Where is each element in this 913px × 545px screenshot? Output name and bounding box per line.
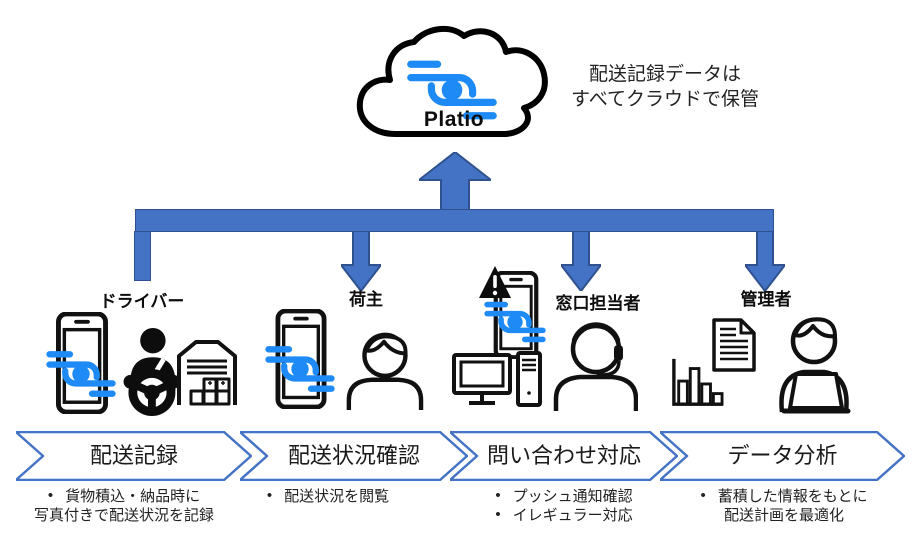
note-text: プッシュ通知確認 (512, 488, 633, 505)
platio-logo-icon (46, 351, 116, 397)
role-label-contact: 窓口担当者 (555, 294, 641, 313)
note-text: 配送状況を閲覧 (284, 488, 390, 505)
step-chevron-2: 配送状況確認 (240, 431, 468, 481)
platio-cloud: Platio (352, 20, 556, 150)
step-chevron-3: 問い合わせ対応 (450, 431, 678, 481)
step-notes-1: • 貨物積込・納品時に 写真付きで配送状況を記録 (6, 487, 242, 525)
note-text: イレギュラー対応 (512, 507, 633, 524)
desktop-pc-icon (452, 351, 544, 409)
step-label: データ分析 (727, 443, 838, 468)
bullet-icon: • (495, 506, 501, 523)
step-notes-4: • 蓄積した情報をもとに 配送計画を最適化 (664, 487, 904, 525)
alert-triangle-icon (479, 266, 511, 298)
step-label: 配送状況確認 (287, 443, 420, 468)
down-arrow-shipper (341, 231, 381, 291)
person-laptop-icon (758, 314, 862, 414)
down-arrow-manager (745, 231, 785, 291)
role-label-shipper: 荷主 (349, 290, 383, 309)
role-label-driver: ドライバー (99, 292, 185, 311)
note-text: 貨物積込・納品時に (65, 488, 201, 505)
cloud-note: 配送記録データは すべてクラウドで保管 (558, 62, 772, 112)
cloud-note-line: 配送記録データは (588, 64, 741, 85)
platio-wordmark: Platio (423, 108, 485, 131)
smartphone-platio-icon (265, 309, 335, 409)
step-notes-2: • 配送状況を閲覧 (218, 487, 438, 506)
down-arrow-contact (561, 231, 601, 291)
document-icon (710, 317, 758, 373)
bar-chart-icon (666, 357, 728, 409)
step-label: 配送記録 (89, 443, 178, 468)
bullet-icon: • (266, 487, 273, 504)
note-text: 蓄積した情報をもとに (717, 488, 868, 505)
platio-logo-icon (407, 60, 497, 120)
step-label: 問い合わせ対応 (486, 443, 641, 468)
platio-logo-icon (265, 346, 335, 392)
up-arrow (419, 152, 491, 210)
step-notes-3: • プッシュ通知確認 • イレギュラー対応 (452, 487, 676, 525)
connector-driver (134, 231, 151, 281)
driver-steering-wheel-icon (116, 326, 180, 416)
flow-bar (135, 209, 774, 232)
person-icon (342, 330, 424, 412)
step-chevron-4: データ分析 (660, 431, 905, 481)
step-chevron-1: 配送記録 (16, 431, 252, 481)
role-label-manager: 管理者 (740, 290, 792, 309)
cloud-note-line: すべてクラウドで保管 (571, 89, 759, 110)
operator-headset-icon (550, 317, 638, 411)
warehouse-icon (174, 327, 240, 407)
bullet-icon: • (47, 487, 54, 504)
bullet-icon: • (495, 487, 501, 504)
note-text: 配送計画を最適化 (723, 507, 844, 524)
bullet-icon: • (700, 487, 706, 504)
note-text: 写真付きで配送状況を記録 (33, 507, 214, 524)
platio-logo-icon (484, 301, 546, 343)
smartphone-platio-icon (46, 312, 116, 414)
